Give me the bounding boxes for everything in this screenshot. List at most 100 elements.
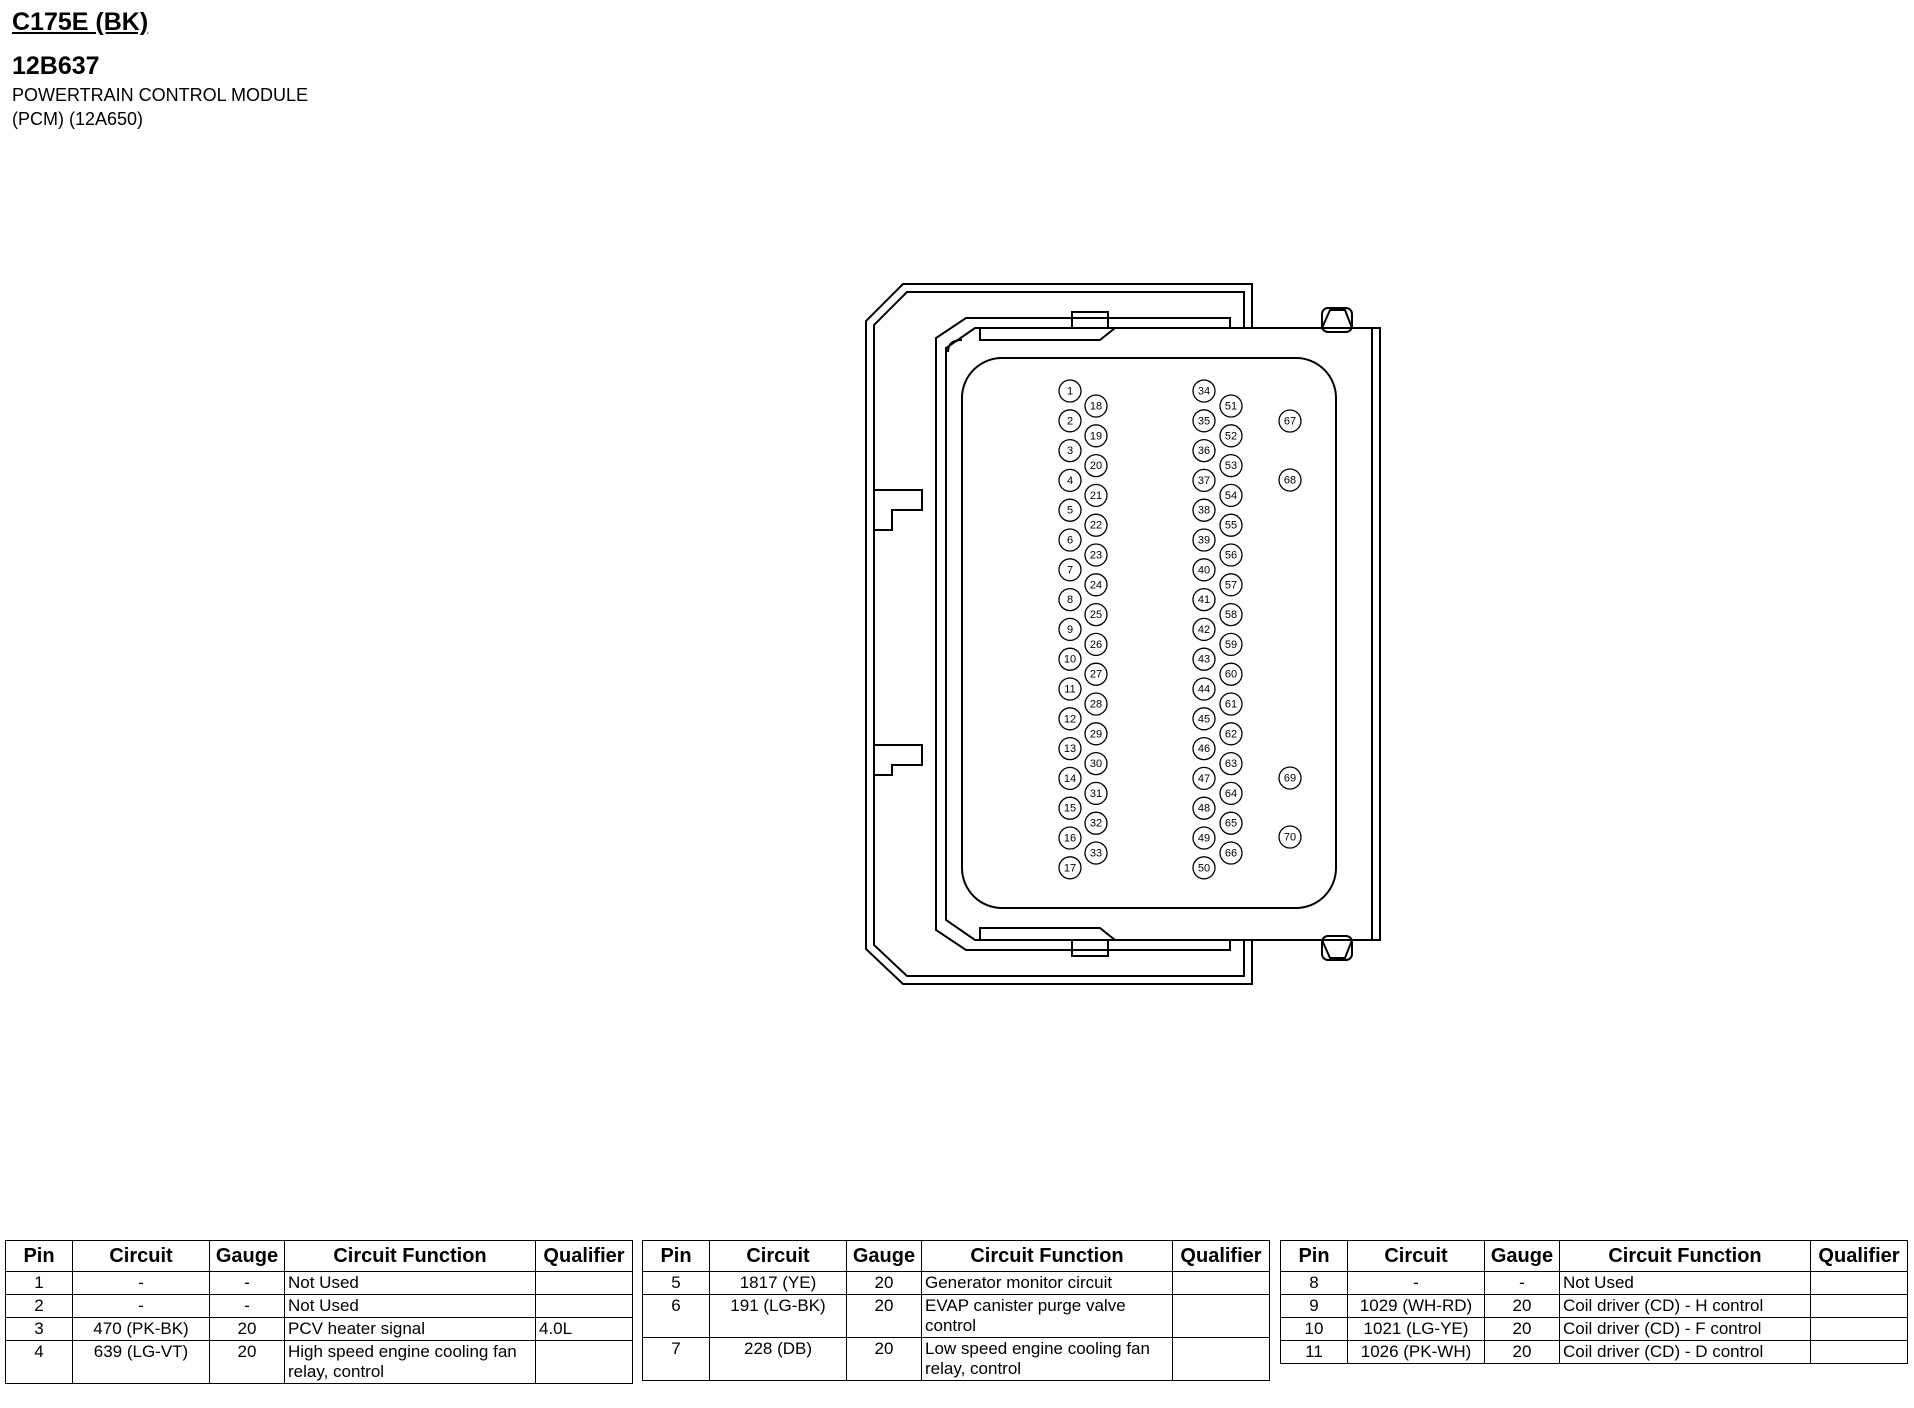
pin-number: 16 (1064, 833, 1076, 845)
function-cell: EVAP canister purge valve control (921, 1294, 1173, 1338)
qualifier-cell (1810, 1340, 1908, 1364)
connector-pin: 14 (1058, 766, 1082, 791)
pin-cavity (1058, 677, 1082, 701)
pin-table-1: Pin Circuit Gauge Circuit Function Quali… (5, 1240, 633, 1384)
pin-number: 60 (1225, 669, 1237, 681)
pin-table-3: Pin Circuit Gauge Circuit Function Quali… (1280, 1240, 1908, 1364)
pin-number: 63 (1225, 758, 1237, 770)
pin-number: 20 (1090, 460, 1102, 472)
pin-number: 19 (1090, 430, 1102, 442)
circuit-cell: 191 (LG-BK) (709, 1294, 847, 1338)
pin-number: 34 (1198, 386, 1210, 398)
connector-pin: 52 (1219, 424, 1243, 448)
connector-pin: 40 (1192, 558, 1216, 582)
pin-number: 51 (1225, 401, 1237, 413)
connector-pin: 48 (1192, 796, 1216, 820)
pin-cavity (1084, 841, 1108, 865)
connector-pin: 42 (1192, 617, 1216, 642)
pin-number: 39 (1198, 535, 1210, 547)
connector-pin: 24 (1084, 573, 1108, 597)
pin-cavity (1192, 498, 1216, 522)
pin-cell: 11 (1280, 1340, 1348, 1364)
table-row: 9 1029 (WH-RD) 20 Coil driver (CD) - H c… (1280, 1294, 1908, 1318)
connector-pin: 45 (1192, 707, 1216, 731)
connector-pin: 57 (1219, 573, 1243, 597)
pin-number: 26 (1090, 639, 1102, 651)
connector-pin: 1 (1058, 379, 1082, 403)
pin-cavity (1278, 766, 1302, 790)
pin-number: 2 (1067, 415, 1073, 427)
connector-pin: 16 (1058, 826, 1082, 850)
pin-number: 21 (1090, 490, 1102, 502)
connector-pin: 47 (1192, 766, 1216, 791)
connector-pin: 69 (1278, 766, 1302, 790)
connector-pin: 2 (1058, 409, 1082, 433)
connector-pin: 65 (1219, 811, 1243, 835)
pin-cavity (1084, 543, 1108, 567)
connector-pin: 25 (1084, 602, 1108, 627)
circuit-cell: 1026 (PK-WH) (1347, 1340, 1485, 1364)
connector-pin: 62 (1219, 722, 1243, 746)
pin-cavity (1219, 424, 1243, 448)
pin-number: 28 (1090, 699, 1102, 711)
pin-number: 65 (1225, 818, 1237, 830)
table-row: 10 1021 (LG-YE) 20 Coil driver (CD) - F … (1280, 1317, 1908, 1341)
connector-pin: 4 (1058, 468, 1082, 493)
connector-housing (865, 283, 1381, 985)
pin-number: 66 (1225, 848, 1237, 860)
function-cell: PCV heater signal (284, 1317, 536, 1341)
pin-cavity (1058, 379, 1082, 403)
pin-cavity (1192, 528, 1216, 552)
pin-number: 37 (1198, 475, 1210, 487)
header-pin: Pin (642, 1240, 710, 1272)
pin-number: 62 (1225, 728, 1237, 740)
header-circuit-function: Circuit Function (921, 1240, 1173, 1272)
gauge-cell: 20 (1484, 1340, 1560, 1364)
pin-cavity (1084, 632, 1108, 657)
pin-cavity (1219, 632, 1243, 657)
pin-number: 59 (1225, 639, 1237, 651)
pin-cavity (1192, 826, 1216, 850)
pin-cell: 4 (5, 1340, 73, 1384)
part-number: 12B637 (12, 52, 100, 80)
pin-cavity (1084, 781, 1108, 806)
connector-pin: 38 (1192, 498, 1216, 522)
connector-pin: 53 (1219, 453, 1243, 478)
connector-pin: 37 (1192, 468, 1216, 493)
function-cell: Not Used (284, 1271, 536, 1295)
pin-number: 1 (1067, 386, 1073, 398)
function-cell: Coil driver (CD) - D control (1559, 1340, 1811, 1364)
gauge-cell: - (209, 1271, 285, 1295)
pin-number: 14 (1064, 773, 1076, 785)
pin-cell: 5 (642, 1271, 710, 1295)
pin-number: 5 (1067, 505, 1073, 517)
circuit-cell: - (72, 1271, 210, 1295)
pin-cell: 6 (642, 1294, 710, 1338)
table-row: 3 470 (PK-BK) 20 PCV heater signal 4.0L (5, 1317, 633, 1341)
connector-pin: 60 (1219, 662, 1243, 686)
pin-cavity (1058, 736, 1082, 761)
connector-pins: 1234567891011121314151617181920212223242… (1058, 379, 1302, 880)
header-circuit: Circuit (1347, 1240, 1485, 1272)
pin-cavity (1192, 379, 1216, 403)
pin-number: 38 (1198, 505, 1210, 517)
pin-cavity (1219, 394, 1243, 418)
connector-pin: 55 (1219, 513, 1243, 537)
pin-number: 32 (1090, 818, 1102, 830)
pin-cavity (1058, 796, 1082, 820)
pin-cavity (1084, 513, 1108, 537)
pin-number: 31 (1090, 788, 1102, 800)
pin-number: 53 (1225, 460, 1237, 472)
function-cell: Coil driver (CD) - F control (1559, 1317, 1811, 1341)
table-row: 7 228 (DB) 20 Low speed engine cooling f… (642, 1337, 1270, 1381)
pin-cavity (1219, 751, 1243, 776)
header-qualifier: Qualifier (535, 1240, 633, 1272)
pin-cavity (1084, 662, 1108, 686)
pin-cavity (1192, 796, 1216, 820)
gauge-cell: 20 (209, 1340, 285, 1384)
pin-number: 4 (1067, 475, 1073, 487)
pin-number: 40 (1198, 564, 1210, 576)
pin-number: 18 (1090, 401, 1102, 413)
qualifier-cell (535, 1340, 633, 1384)
connector-pin: 3 (1058, 438, 1082, 463)
